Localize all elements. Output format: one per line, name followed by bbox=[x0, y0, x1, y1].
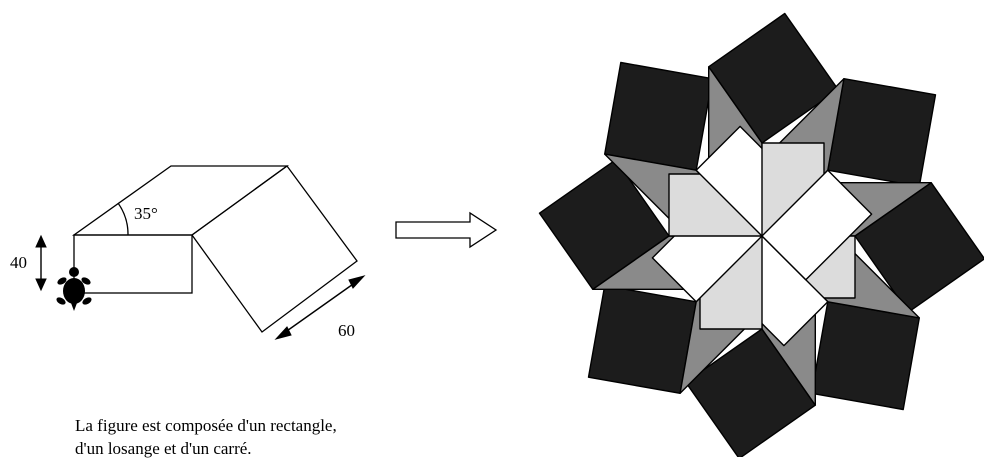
rosette-square bbox=[589, 286, 697, 394]
caption-line-1: La figure est composée d'un rectangle, bbox=[75, 414, 405, 437]
arrow-right-icon bbox=[396, 213, 496, 247]
rosette-square bbox=[605, 63, 713, 171]
turtle-icon bbox=[55, 267, 93, 311]
double-arrow-icon bbox=[36, 236, 46, 290]
rectangle-shape bbox=[74, 235, 192, 293]
side-label: 60 bbox=[338, 321, 355, 340]
angle-label: 35° bbox=[134, 204, 158, 223]
angle-arc bbox=[118, 203, 128, 235]
rosette-figure bbox=[540, 14, 984, 458]
rosette-square bbox=[828, 79, 936, 187]
caption: La figure est composée d'un rectangle, d… bbox=[75, 414, 405, 460]
rhombus-shape bbox=[74, 166, 287, 235]
rosette-square bbox=[812, 302, 920, 410]
construction-figure bbox=[74, 166, 357, 332]
height-label: 40 bbox=[10, 253, 27, 272]
square-shape bbox=[192, 166, 357, 332]
